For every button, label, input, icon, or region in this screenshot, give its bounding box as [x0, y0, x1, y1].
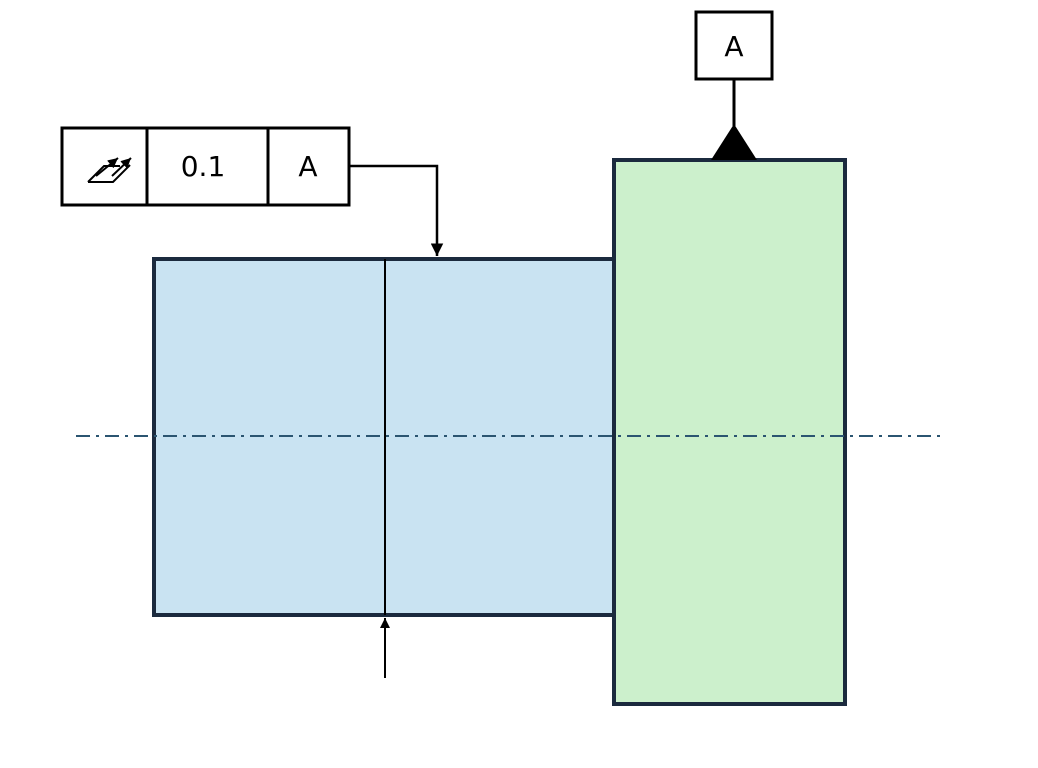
datum-feature-label: A	[724, 30, 743, 63]
flange-body	[612, 158, 847, 706]
datum-triangle-icon	[711, 124, 757, 160]
feature-control-frame: 0.1 A	[60, 126, 351, 207]
datum-feature-symbol: A	[694, 10, 774, 160]
datum-reference-label: A	[298, 150, 317, 183]
total-runout-icon	[87, 157, 132, 183]
fcf-leader-line	[349, 164, 444, 256]
tolerance-value: 0.1	[181, 150, 226, 183]
